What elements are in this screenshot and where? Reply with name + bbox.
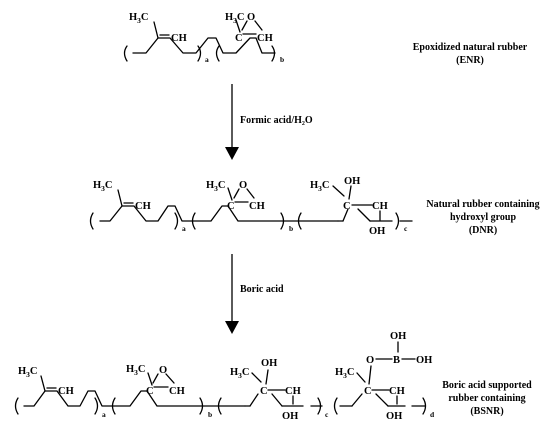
bsnr-epoxide-o: O	[159, 365, 167, 376]
bsnr-ch-label: CH	[58, 386, 74, 397]
enr-structure: a b H3C CH H3C C O CH	[123, 12, 284, 64]
enr-epoxide-c: C	[235, 33, 243, 44]
dnr-epoxide-c: C	[227, 201, 235, 212]
bsnr-epoxide-ch: CH	[169, 386, 185, 397]
bsnr-diol-c: C	[260, 386, 268, 397]
enr-backbone	[132, 37, 276, 54]
enr-unit-a: a	[205, 55, 209, 64]
dnr-unit-b-close	[280, 212, 285, 230]
enr-epoxide-oc	[254, 20, 263, 31]
dnr-name-line2: hydroxyl group	[450, 212, 516, 223]
bsnr-caption: Boric acid supported rubber containing (…	[442, 380, 532, 417]
bsnr-boron-oh-right: OH	[416, 355, 432, 366]
dnr-unit-a: a	[182, 224, 186, 233]
dnr-diol-oh-top: OH	[344, 176, 360, 187]
bsnr-borate-ch: CH	[389, 386, 405, 397]
bsnr-unit-d-close	[422, 397, 427, 415]
bsnr-bracket-left	[14, 397, 19, 415]
enr-caption: Epoxidized natural rubber (ENR)	[413, 42, 528, 66]
enr-methyl-bond	[153, 21, 159, 39]
dnr-unit-c-open	[297, 212, 302, 230]
bsnr-unit-b: b	[208, 410, 212, 419]
bsnr-diol-oh-top: OH	[261, 358, 277, 369]
dnr-methyl-label: H3C	[93, 180, 113, 193]
bsnr-abbrev: (BSNR)	[470, 406, 503, 417]
dnr-backbone	[99, 205, 339, 222]
enr-ch-label: CH	[171, 33, 187, 44]
bsnr-unit-d-open	[333, 397, 338, 415]
dnr-unit-a-close	[174, 212, 179, 230]
enr-unit-b: b	[280, 55, 284, 64]
enr-unit-a-close	[197, 45, 202, 62]
bsnr-epoxide-c: C	[146, 386, 154, 397]
reagent-step1: Formic acid/H₂O	[240, 115, 313, 126]
bsnr-name-line2: rubber containing	[448, 393, 525, 404]
enr-name: Epoxidized natural rubber	[413, 42, 528, 53]
dnr-structure: a b c H3C CH H3C C O CH H3C C OH CH OH	[89, 176, 413, 237]
bsnr-structure: a b c d H3C CH H3C C O CH H3C	[14, 331, 435, 422]
dnr-name-line1: Natural rubber containing	[426, 199, 539, 210]
bsnr-epoxide-methyl-label: H3C	[126, 364, 146, 377]
bsnr-unit-a: a	[102, 410, 106, 419]
bsnr-boron-oh-top: OH	[390, 331, 406, 342]
bsnr-unit-c-close	[317, 397, 322, 415]
bsnr-diol-methyl-label: H3C	[230, 367, 250, 380]
enr-unit-b-close	[271, 45, 276, 62]
reaction-arrow-1	[225, 84, 239, 160]
dnr-unit-c-close	[395, 212, 400, 230]
bsnr-backbone	[23, 390, 246, 407]
dnr-unit-b-open	[191, 212, 196, 230]
bsnr-methyl-label: H3C	[18, 366, 38, 379]
enr-epoxide-o: O	[247, 12, 255, 23]
dnr-ch-label: CH	[135, 201, 151, 212]
bsnr-borate-oh-bottom: OH	[386, 411, 402, 422]
enr-epoxide-methyl-label: H3C	[225, 12, 245, 25]
bsnr-name-line1: Boric acid supported	[442, 380, 532, 391]
bsnr-unit-d: d	[430, 410, 435, 419]
dnr-abbrev: (DNR)	[469, 225, 497, 236]
dnr-bracket-left	[89, 212, 94, 230]
reaction-arrow-2	[225, 254, 239, 334]
bsnr-borate-methyl-label: H3C	[335, 367, 355, 380]
enr-abbrev: (ENR)	[456, 55, 484, 66]
bsnr-borate-c: C	[364, 386, 372, 397]
dnr-diol-oh-bottom: OH	[369, 226, 385, 237]
dnr-diol-c: C	[343, 201, 351, 212]
bsnr-unit-b-close	[199, 397, 204, 415]
enr-unit-b-open	[215, 45, 220, 62]
dnr-epoxide-o: O	[239, 180, 247, 191]
bsnr-unit-a-close	[94, 397, 99, 415]
bsnr-borate-o: O	[366, 355, 374, 366]
dnr-unit-c: c	[404, 224, 408, 233]
dnr-diol-methyl-label: H3C	[310, 180, 330, 193]
dnr-diol-ch: CH	[372, 201, 388, 212]
bsnr-unit-b-open	[111, 397, 116, 415]
dnr-caption: Natural rubber containing hydroxyl group…	[426, 199, 539, 236]
enr-bracket-left	[123, 45, 128, 62]
enr-epoxide-ch: CH	[257, 33, 273, 44]
enr-epoxide-co	[241, 20, 248, 31]
bsnr-boron: B	[393, 355, 400, 366]
dnr-epoxide-methyl-label: H3C	[206, 180, 226, 193]
bsnr-diol-oh-bottom: OH	[282, 411, 298, 422]
reagent-step2: Boric acid	[240, 284, 284, 295]
bsnr-unit-c: c	[325, 410, 329, 419]
dnr-epoxide-ch: CH	[249, 201, 265, 212]
dnr-unit-b: b	[289, 224, 293, 233]
bsnr-unit-c-open	[217, 397, 222, 415]
bsnr-diol-ch: CH	[285, 386, 301, 397]
enr-methyl-label: H3C	[129, 12, 149, 25]
enr-epoxide-methyl-bond	[235, 19, 241, 33]
